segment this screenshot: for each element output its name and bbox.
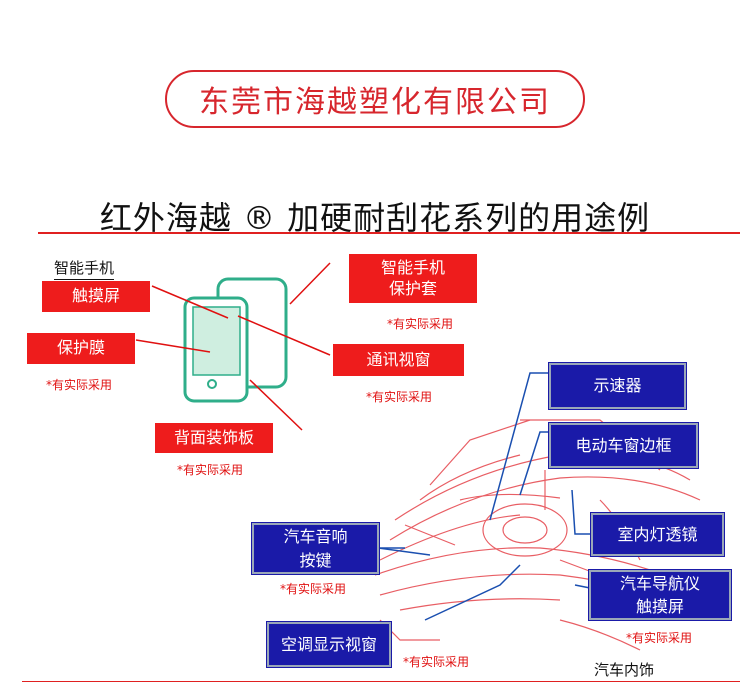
phone-home-button [207,379,217,389]
comm-window-label: 通讯视窗 [333,344,464,376]
dome-light-lens-label: 室内灯透镜 [590,512,725,557]
display-meter-label: 示速器 [548,362,687,410]
phone-case-note: *有实际采用 [387,317,454,331]
nav-touchscreen-label: 汽车导航仪 触摸屏 [588,569,732,621]
back-panel-label: 背面装饰板 [155,423,273,453]
audio-button-label: 汽车音响 按键 [251,522,380,575]
phone-section-heading: 智能手机 [54,257,115,280]
phone-case-label: 智能手机 保护套 [349,254,477,303]
ac-display-window-label: 空调显示视窗 [266,621,392,668]
protective-film-label: 保护膜 [27,333,135,364]
phone-illustration [183,277,288,403]
company-name: 东莞市海越塑化有限公司 [165,70,585,128]
ac-display-window-note: *有实际采用 [403,655,470,669]
touchscreen-label: 触摸屏 [42,281,150,312]
audio-button-note: *有实际采用 [280,582,347,596]
bottom-line [22,681,740,682]
back-panel-note: *有实际采用 [177,463,244,477]
car-section-heading: 汽车内饰 [594,659,655,682]
phone-screen [192,306,241,376]
nav-touchscreen-note: *有实际采用 [626,631,693,645]
protective-film-note: *有实际采用 [46,378,113,392]
title-underline [38,232,740,234]
main-title: 红外海越 ® 加硬耐刮花系列的用途例 [99,199,651,237]
window-frame-label: 电动车窗边框 [548,422,699,469]
comm-window-note: *有实际采用 [366,390,433,404]
